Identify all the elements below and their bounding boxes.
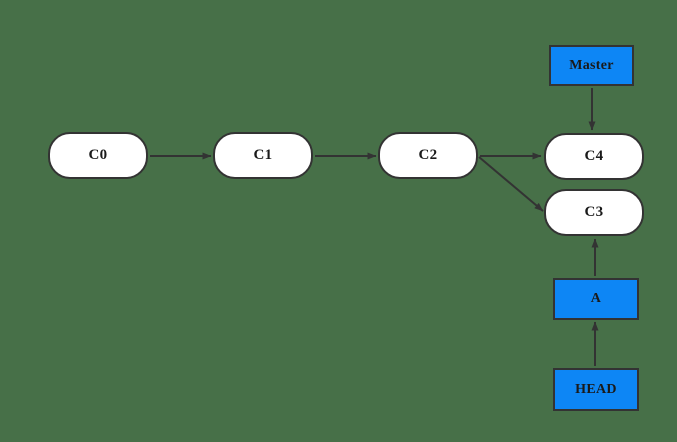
commit-node-c4[interactable]: C4 xyxy=(544,133,644,180)
node-label: C3 xyxy=(584,204,604,220)
node-label: HEAD xyxy=(575,381,617,397)
ref-node-a[interactable]: A xyxy=(553,278,639,320)
node-label: C2 xyxy=(418,147,438,163)
node-label: Master xyxy=(569,57,614,73)
node-label: C1 xyxy=(253,147,273,163)
ref-node-master[interactable]: Master xyxy=(549,45,634,86)
commit-node-c0[interactable]: C0 xyxy=(48,132,148,179)
commit-node-c3[interactable]: C3 xyxy=(544,189,644,236)
ref-node-head[interactable]: HEAD xyxy=(553,368,639,411)
commit-node-c2[interactable]: C2 xyxy=(378,132,478,179)
node-label: C4 xyxy=(584,148,604,164)
node-label: A xyxy=(590,291,602,306)
commit-node-c1[interactable]: C1 xyxy=(213,132,313,179)
edge-arrow-c2-c3 xyxy=(478,156,544,212)
node-label: C0 xyxy=(88,147,108,163)
